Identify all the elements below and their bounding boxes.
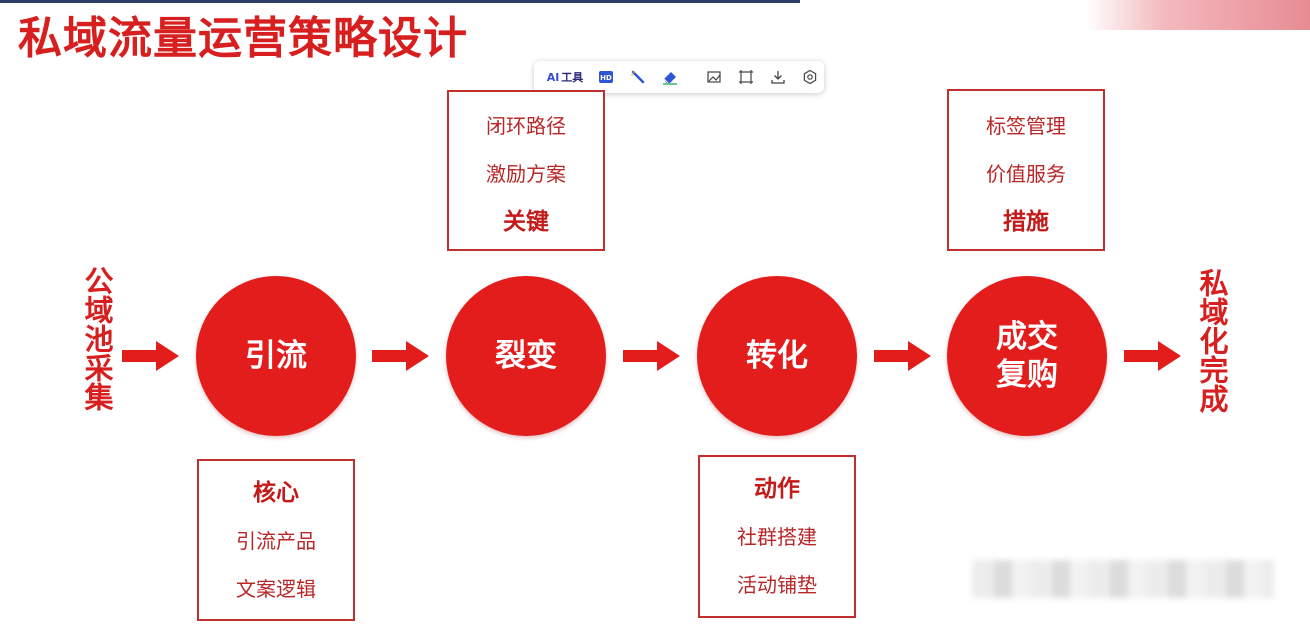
hd-icon: HD xyxy=(599,71,613,83)
image-edit-button[interactable] xyxy=(701,65,727,89)
eraser-button[interactable] xyxy=(657,65,683,89)
step-label: 裂变 xyxy=(495,338,557,374)
detail-box-hexin: 核心 引流产品 文案逻辑 xyxy=(197,459,355,621)
box-item: 闭环路径 xyxy=(486,114,566,138)
slide-title: 私域流量运营策略设计 xyxy=(18,13,468,64)
settings-icon xyxy=(803,69,817,85)
detail-box-guanjian: 闭环路径 激励方案 关键 xyxy=(447,90,605,251)
box-item: 文案逻辑 xyxy=(236,577,316,601)
top-border-line xyxy=(0,0,800,3)
download-button[interactable] xyxy=(765,65,791,89)
brush-icon xyxy=(631,70,645,84)
box-heading: 核心 xyxy=(253,480,299,506)
eraser-icon xyxy=(663,72,677,85)
box-item: 引流产品 xyxy=(236,529,316,553)
box-heading: 关键 xyxy=(503,209,549,235)
settings-button[interactable] xyxy=(797,65,823,89)
hd-button[interactable]: HD xyxy=(593,65,619,89)
download-icon xyxy=(771,71,785,84)
box-item: 激励方案 xyxy=(486,162,566,186)
detail-box-dongzuo: 动作 社群搭建 活动铺垫 xyxy=(698,455,856,618)
crop-icon xyxy=(739,70,753,84)
step-circle-yinliu: 引流 xyxy=(196,276,356,436)
box-heading: 动作 xyxy=(754,476,800,502)
step-label-line1: 成交 xyxy=(996,319,1058,355)
detail-box-cuoshi: 标签管理 价值服务 措施 xyxy=(947,89,1105,251)
flow-arrow xyxy=(122,341,179,371)
step-circle-liebian: 裂变 xyxy=(446,276,606,436)
brush-button[interactable] xyxy=(625,65,651,89)
step-circle-chengjiao: 成交 复购 xyxy=(947,276,1107,436)
step-label: 转化 xyxy=(746,338,808,374)
step-label: 引流 xyxy=(245,338,307,374)
flow-arrow xyxy=(623,341,680,371)
image-toolbar: AI 工具 HD xyxy=(534,61,824,93)
box-item: 价值服务 xyxy=(986,162,1066,186)
step-label-line2: 复购 xyxy=(996,357,1058,393)
flow-arrow xyxy=(372,341,429,371)
flow-arrow xyxy=(874,341,931,371)
end-label: 私域化完成 xyxy=(1195,268,1229,413)
start-label: 公域池采集 xyxy=(80,266,114,411)
svg-text:HD: HD xyxy=(600,74,612,82)
step-circle-zhuanhua: 转化 xyxy=(697,276,857,436)
box-item: 社群搭建 xyxy=(737,525,817,549)
image-edit-icon xyxy=(707,71,721,83)
box-item: 标签管理 xyxy=(986,114,1066,138)
box-item: 活动铺垫 xyxy=(737,573,817,597)
corner-decoration xyxy=(1085,0,1310,30)
ai-prefix: AI xyxy=(546,70,560,84)
ai-tools-label: 工具 xyxy=(561,71,584,84)
crop-button[interactable] xyxy=(733,65,759,89)
box-heading: 措施 xyxy=(1003,209,1049,235)
flow-arrow xyxy=(1124,341,1181,371)
blurred-watermark xyxy=(972,560,1274,598)
ai-tools-button[interactable]: AI 工具 xyxy=(543,65,587,89)
